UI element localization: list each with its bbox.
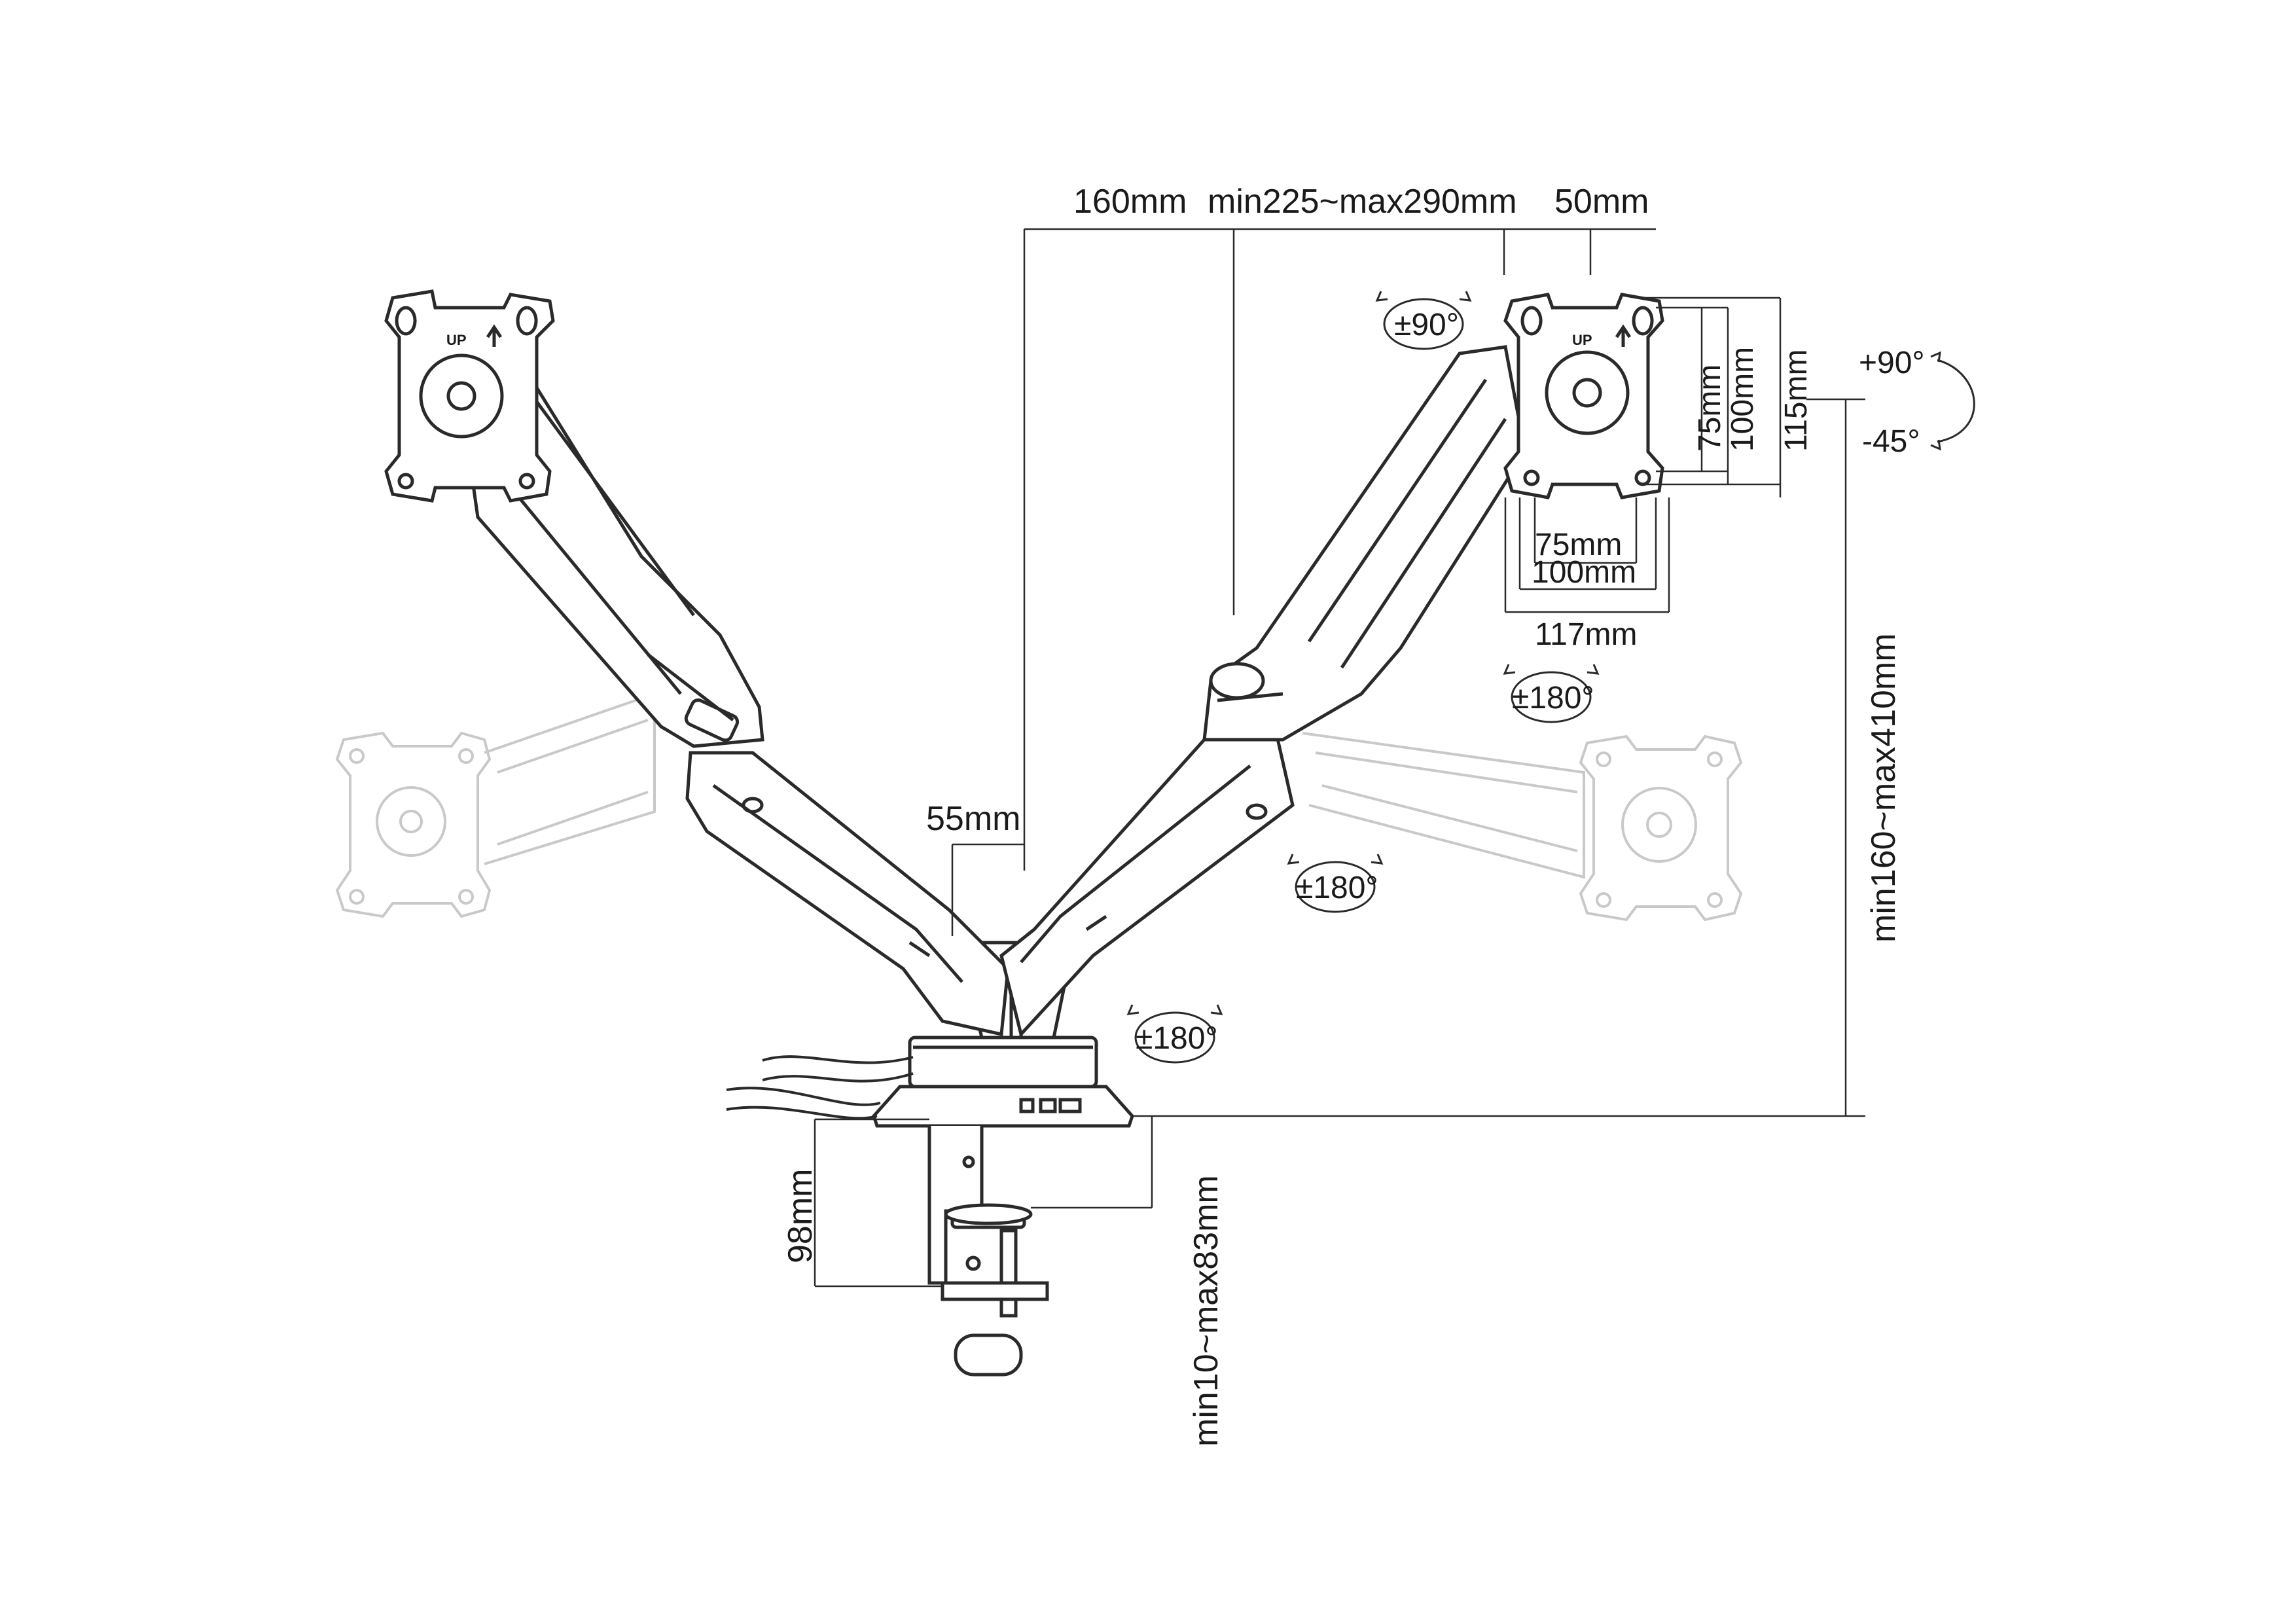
upper-arm-right <box>1202 345 1527 742</box>
tilt-up: +90° <box>1859 346 1925 380</box>
dim-head-depth: 50mm <box>1554 183 1649 221</box>
rot-head-180: ±180° <box>1512 681 1594 715</box>
ghost-left-plate <box>335 692 656 918</box>
dim-arm-offset: 160mm <box>1073 183 1187 221</box>
dim-plate-width: 117mm <box>1535 617 1638 652</box>
plate-mark-right: UP <box>1572 332 1592 348</box>
desk-base <box>872 1036 1134 1128</box>
plate-mark-left: UP <box>446 332 467 348</box>
dim-pole-width: 55mm <box>926 800 1020 838</box>
lower-arm-left <box>685 751 1010 1037</box>
vesa-plate-left <box>384 289 555 503</box>
dim-height-range: min160~max410mm <box>1865 633 1903 943</box>
dimension-lines <box>814 228 1865 1288</box>
vesa-plate-right <box>1503 293 1664 499</box>
rot-base-180: ±180° <box>1136 1021 1218 1056</box>
dim-desk-thickness: min10~max83mm <box>1187 1175 1225 1447</box>
lower-arm-right <box>999 731 1295 1038</box>
rot-mid-180: ±180° <box>1296 871 1378 905</box>
tilt-down: -45° <box>1862 424 1920 459</box>
dim-arm-reach: min225~max290mm <box>1208 183 1517 221</box>
ghost-right-plate <box>1302 732 1743 922</box>
dim-vesa-v100: 100mm <box>1725 347 1760 452</box>
dim-clamp-height: 98mm <box>781 1169 819 1263</box>
dim-vesa-v75: 75mm <box>1693 365 1727 452</box>
dim-plate-height: 115mm <box>1779 350 1814 452</box>
upper-arm-left <box>469 363 764 748</box>
rot-head-90: ±90° <box>1394 308 1459 342</box>
rotation-arrows <box>1126 291 1975 1064</box>
dim-vesa-h75: 75mm <box>1535 528 1622 562</box>
cable-bundle <box>726 1055 914 1120</box>
dim-vesa-h100: 100mm <box>1532 555 1636 590</box>
desk-clamp <box>927 1126 1049 1377</box>
